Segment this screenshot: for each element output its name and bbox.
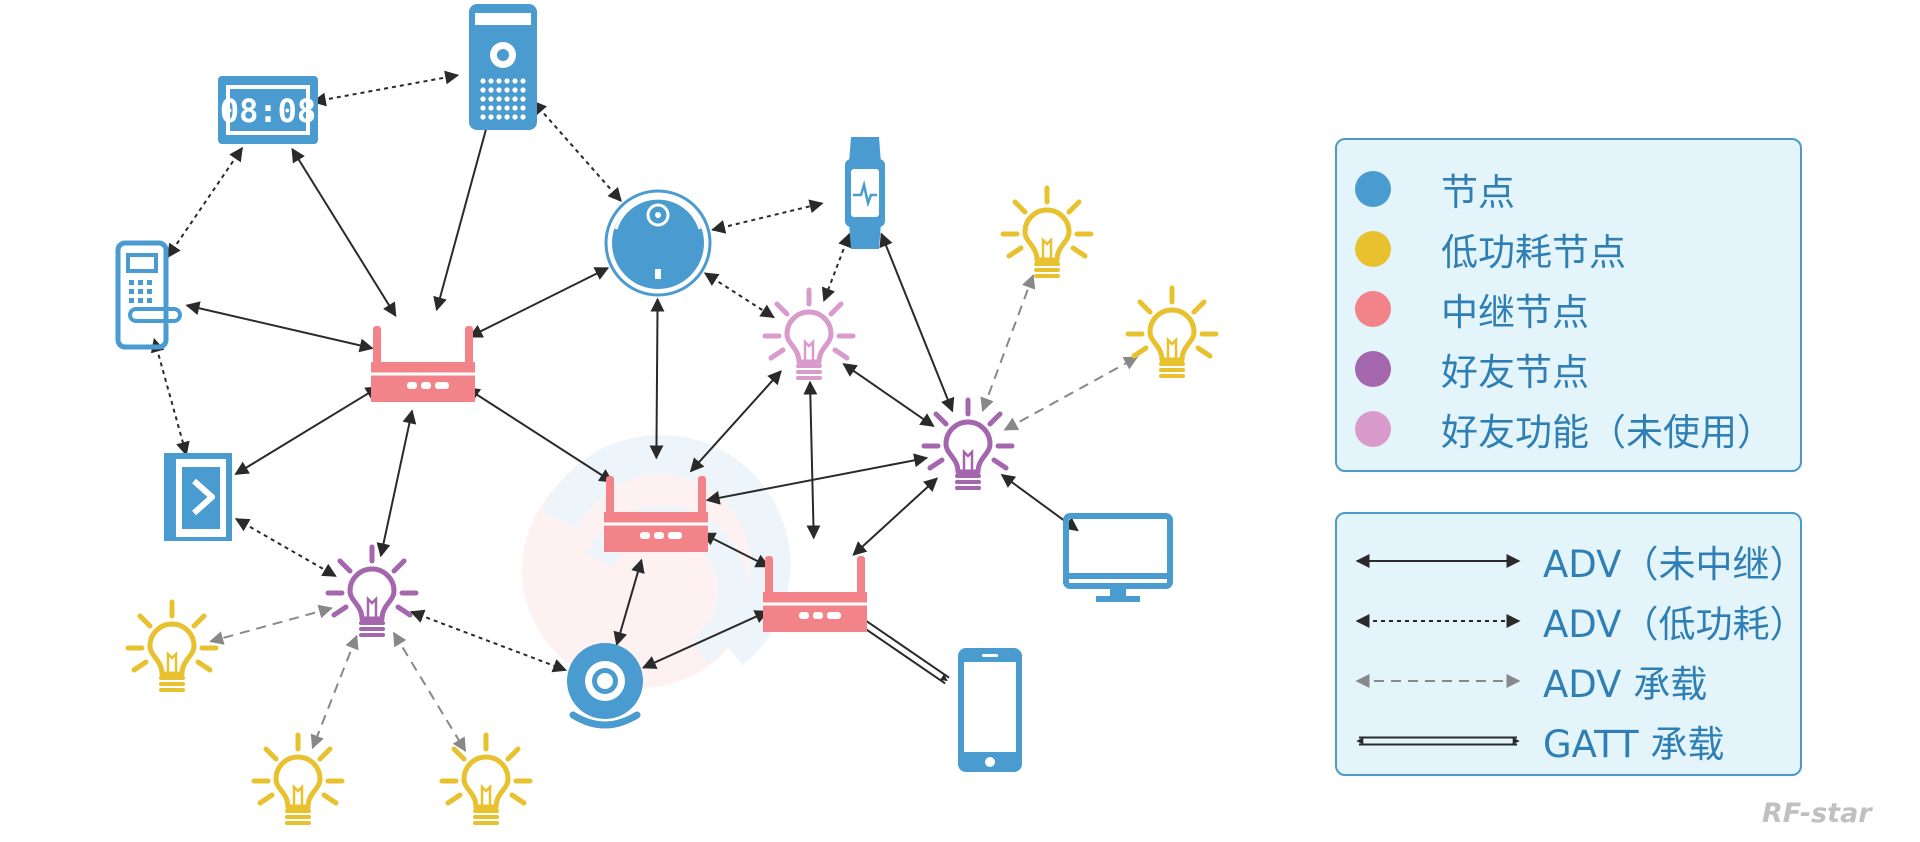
link-clock-speaker <box>311 70 460 107</box>
legend-link-label: ADV（低功耗） <box>1543 603 1807 646</box>
legend-link-0: ADV（未中继） <box>1337 534 1806 588</box>
connection-links <box>150 70 1139 752</box>
monitor-icon <box>1063 513 1173 602</box>
legend-link-2: ADV 承载 <box>1337 654 1707 708</box>
link-router3-phone <box>855 615 950 685</box>
link-watch-friendR <box>879 232 955 413</box>
bulb-icon <box>1000 185 1094 278</box>
legend-link-sample <box>1356 736 1520 746</box>
smartphone-icon <box>958 648 1022 772</box>
link-bulbPink-router3 <box>803 380 821 540</box>
legend-node-4: 好友功能（未使用） <box>1337 402 1774 456</box>
legend-link-3: GATT 承载 <box>1337 714 1724 768</box>
bulb-icon <box>762 287 856 380</box>
legend-link-sample <box>1355 614 1521 628</box>
legend-node-label: 节点 <box>1441 171 1515 214</box>
legend-link-label: ADV（未中继） <box>1543 543 1807 586</box>
legend-link-label: GATT 承载 <box>1543 723 1725 766</box>
clock-display-text: 08:08 <box>220 92 316 130</box>
legend-node-0: 节点 <box>1337 162 1515 216</box>
door-lock-icon <box>115 240 182 350</box>
link-speaker-router1 <box>433 110 495 312</box>
link-bulbPink-friendR <box>842 363 935 427</box>
legend-link-sample <box>1355 554 1521 568</box>
link-lock-router1 <box>185 301 374 353</box>
link-router2-camera <box>613 558 645 647</box>
legend-node-label: 中继节点 <box>1441 291 1589 334</box>
bulb-icon <box>921 397 1015 490</box>
link-type-legend: ADV（未中继） ADV（低功耗） ADV 承载 GATT 承载 <box>1335 512 1806 776</box>
link-robot-bulbPink <box>703 272 775 319</box>
link-friendL-lp1 <box>209 604 333 645</box>
link-watch-bulbPink <box>821 232 852 303</box>
link-lock-switch <box>150 337 190 456</box>
link-switch-router1 <box>234 386 380 475</box>
legend-node-label: 低功耗节点 <box>1441 231 1626 274</box>
link-router2-router3 <box>701 532 770 568</box>
router-icon <box>604 476 708 552</box>
link-router1-router2 <box>465 387 614 483</box>
link-switch-friendL <box>234 518 337 577</box>
link-robot-watch <box>711 199 824 234</box>
link-friendR-router3 <box>852 477 939 556</box>
link-friendR-lp5 <box>1003 356 1139 431</box>
link-router1-friendL <box>376 409 417 558</box>
link-speaker-robot <box>532 100 622 203</box>
bulb-icon <box>251 732 345 825</box>
bulb-icon <box>325 544 419 637</box>
brand-watermark: RF-star <box>1762 798 1872 829</box>
bulb-icon <box>125 599 219 692</box>
legend-color-dot <box>1355 231 1391 267</box>
router-icon <box>763 556 867 632</box>
node-type-legend: 节点低功耗节点中继节点好友节点好友功能（未使用） <box>1335 138 1802 472</box>
legend-node-3: 好友节点 <box>1337 342 1589 396</box>
link-router3-camera <box>641 610 769 669</box>
link-friendL-lp3 <box>392 631 467 752</box>
legend-node-label: 好友节点 <box>1441 351 1589 394</box>
smart-switch-icon <box>164 453 232 541</box>
smart-speaker-icon <box>469 4 537 130</box>
link-clock-lock <box>167 146 243 259</box>
robot-vacuum-icon <box>604 189 712 297</box>
camera-icon <box>567 643 643 729</box>
link-robot-router1 <box>468 267 610 338</box>
bulb-icon <box>439 732 533 825</box>
router-icon <box>371 326 475 402</box>
legend-color-dot <box>1355 171 1391 207</box>
digital-clock-icon: 08:08 <box>218 76 318 144</box>
link-friendL-camera <box>409 609 568 673</box>
legend-node-1: 低功耗节点 <box>1337 222 1626 276</box>
link-router2-bulbPink <box>689 370 782 473</box>
legend-link-1: ADV（低功耗） <box>1337 594 1806 648</box>
legend-color-dot <box>1355 411 1391 447</box>
link-friendL-lp2 <box>310 634 359 750</box>
bulb-icon <box>1125 285 1219 378</box>
legend-link-sample <box>1355 674 1521 688</box>
link-clock-router1 <box>291 147 397 317</box>
link-friendR-lp4 <box>980 274 1036 412</box>
legend-color-dot <box>1355 291 1391 327</box>
network-nodes: 08:08 <box>115 4 1219 825</box>
legend-node-2: 中继节点 <box>1337 282 1589 336</box>
legend-link-label: ADV 承载 <box>1543 663 1708 706</box>
link-robot-router2 <box>649 297 665 460</box>
legend-color-dot <box>1355 351 1391 387</box>
smartwatch-icon <box>845 137 885 249</box>
legend-node-label: 好友功能（未使用） <box>1441 411 1774 454</box>
